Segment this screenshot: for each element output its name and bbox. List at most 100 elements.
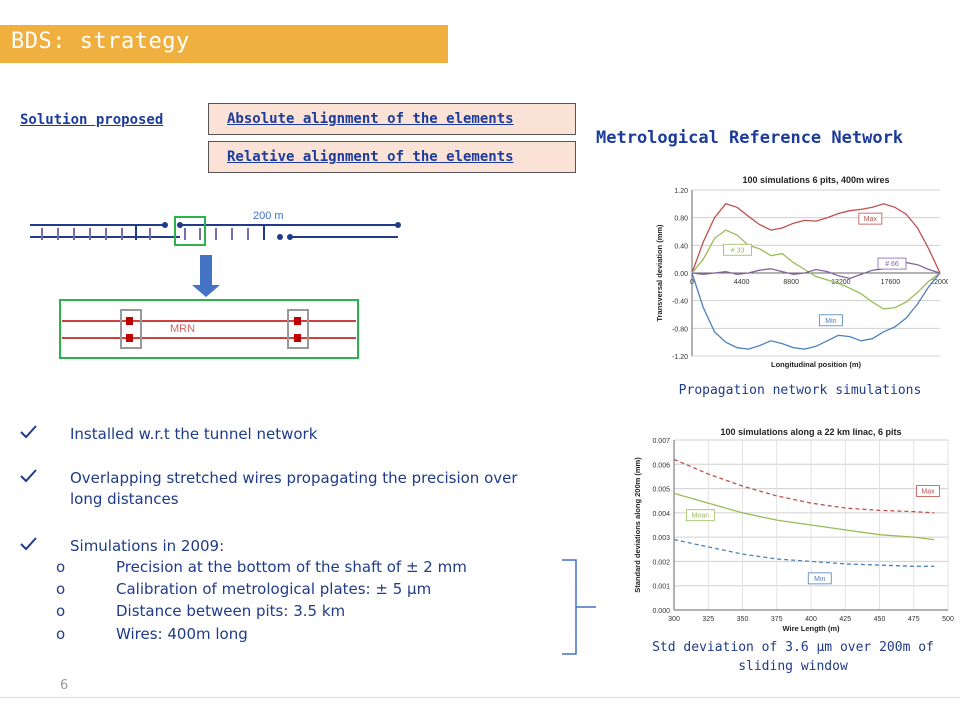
series-label-box: [916, 485, 940, 497]
plate-right: [287, 309, 309, 349]
bullet-text: Overlapping stretched wires propagating …: [70, 469, 518, 487]
y-axis-label: Standard deviations along 200m (mm): [633, 457, 642, 593]
series-label-box: [807, 572, 832, 585]
y-tick-label: 0.001: [652, 584, 670, 591]
series-label: Max: [864, 216, 878, 223]
page-number: 6: [60, 678, 69, 693]
x-tick-label: 375: [771, 616, 783, 623]
series-line: [691, 272, 941, 350]
network-title: Metrological Reference Network: [596, 128, 904, 148]
y-axis-label: Transversal deviation (mm): [655, 224, 664, 322]
sub-bullet-mark: o: [56, 558, 66, 576]
series-line: [673, 458, 935, 514]
series-label: Min: [814, 576, 825, 583]
series-line: [691, 203, 941, 274]
element-markers: [41, 226, 265, 240]
wire-end: [162, 222, 168, 228]
series-line: [673, 492, 935, 541]
plate-left: [120, 309, 142, 349]
distance-label: 200 m: [253, 210, 284, 222]
x-tick-label: 425: [839, 616, 851, 623]
sensor: [126, 317, 133, 325]
solution-label: Solution proposed: [20, 112, 164, 128]
chart-background: [652, 172, 948, 370]
x-tick-label: 8800: [783, 279, 799, 286]
mrn-box: [59, 299, 359, 359]
x-axis-label: Wire Length (m): [782, 624, 840, 633]
wire-diagram: 200 m MRN: [30, 210, 401, 359]
mrn-label: MRN: [170, 323, 195, 335]
sub-bullet-text: Calibration of metrological plates: ± 5 …: [116, 580, 432, 598]
std-deviation-chart: 100 simulations along a 22 km linac, 6 p…: [630, 424, 956, 634]
bullet-text: Installed w.r.t the tunnel network: [70, 425, 318, 443]
wire-end: [395, 222, 401, 228]
x-tick-label: 4400: [734, 279, 750, 286]
check-icon: [20, 469, 37, 483]
bullet-text: Simulations in 2009:: [70, 537, 225, 555]
y-tick-label: 0.007: [652, 438, 670, 445]
y-tick-label: 0.40: [674, 243, 688, 250]
series-label: # 33: [731, 247, 745, 254]
std-caption-line1: Std deviation of 3.6 μm over 200m of: [652, 640, 934, 655]
sub-bullet-mark: o: [56, 602, 66, 620]
x-tick-label: 17600: [881, 279, 901, 286]
brace-bracket: [562, 559, 596, 655]
down-arrow: [200, 255, 212, 285]
y-tick-label: 0.002: [652, 559, 670, 566]
x-tick-label: 325: [702, 616, 714, 623]
chart-title: 100 simulations 6 pits, 400m wires: [742, 175, 889, 185]
series-label: Mean: [692, 513, 710, 520]
sensor: [126, 334, 133, 342]
wire-end: [277, 234, 283, 240]
sub-bullet-text: Distance between pits: 3.5 km: [116, 602, 346, 620]
series-label-box: [877, 257, 907, 270]
footer-divider: [0, 697, 960, 698]
bullet-text-continued: long distances: [70, 490, 179, 508]
series-label: Min: [825, 318, 836, 325]
sub-bullet-text: Precision at the bottom of the shaft of …: [116, 558, 467, 576]
chart-title: 100 simulations along a 22 km linac, 6 p…: [720, 427, 901, 437]
sensor: [294, 317, 301, 325]
series-label-box: [858, 212, 883, 225]
y-tick-label: -1.20: [672, 354, 688, 361]
chart-background: [630, 424, 956, 634]
y-tick-label: -0.80: [672, 326, 688, 333]
series-label: # 66: [885, 261, 899, 268]
x-tick-label: 400: [805, 616, 817, 623]
propagation-chart: 100 simulations 6 pits, 400m wires -1.20 -…: [652, 172, 948, 370]
y-tick-label: 0.003: [652, 535, 670, 542]
y-tick-label: 0.000: [652, 608, 670, 615]
absolute-alignment-box: Absolute alignment of the elements: [208, 103, 576, 135]
series-line: [691, 229, 941, 310]
propagation-caption: Propagation network simulations: [678, 383, 922, 398]
sub-bullet-text: Wires: 400m long: [116, 625, 248, 643]
y-tick-label: 0.005: [652, 487, 670, 494]
sub-bullet-mark: o: [56, 580, 66, 598]
y-tick-label: 0.006: [652, 462, 670, 469]
x-tick-label: 13200: [831, 279, 851, 286]
y-tick-label: 0.004: [652, 511, 670, 518]
series-label-box: [818, 314, 843, 327]
down-arrow-head: [192, 285, 220, 297]
sub-bullet-mark: o: [56, 625, 66, 643]
y-tick-label: 0.80: [674, 216, 688, 223]
check-icon: [20, 425, 37, 439]
y-tick-label: -0.40: [672, 299, 688, 306]
y-tick-label: 0.00: [674, 271, 688, 278]
title-bar: BDS: strategy: [0, 25, 448, 63]
x-axis-label: Longitudinal position (m): [771, 360, 861, 369]
zoom-highlight: [174, 216, 206, 246]
x-tick-label: 22000: [930, 279, 948, 286]
y-tick-label: 1.20: [674, 188, 688, 195]
relative-alignment-box: Relative alignment of the elements: [208, 141, 576, 173]
x-tick-label: 300: [668, 616, 680, 623]
relative-alignment-text: Relative alignment of the elements: [227, 149, 514, 165]
x-tick-label: 475: [908, 616, 920, 623]
sensor: [294, 334, 301, 342]
x-tick-label: 450: [874, 616, 886, 623]
x-tick-label: 350: [737, 616, 749, 623]
std-caption-line2: sliding window: [738, 659, 848, 674]
series-label-box: [685, 509, 715, 522]
x-tick-label: 500: [942, 616, 954, 623]
check-icon: [20, 537, 37, 551]
